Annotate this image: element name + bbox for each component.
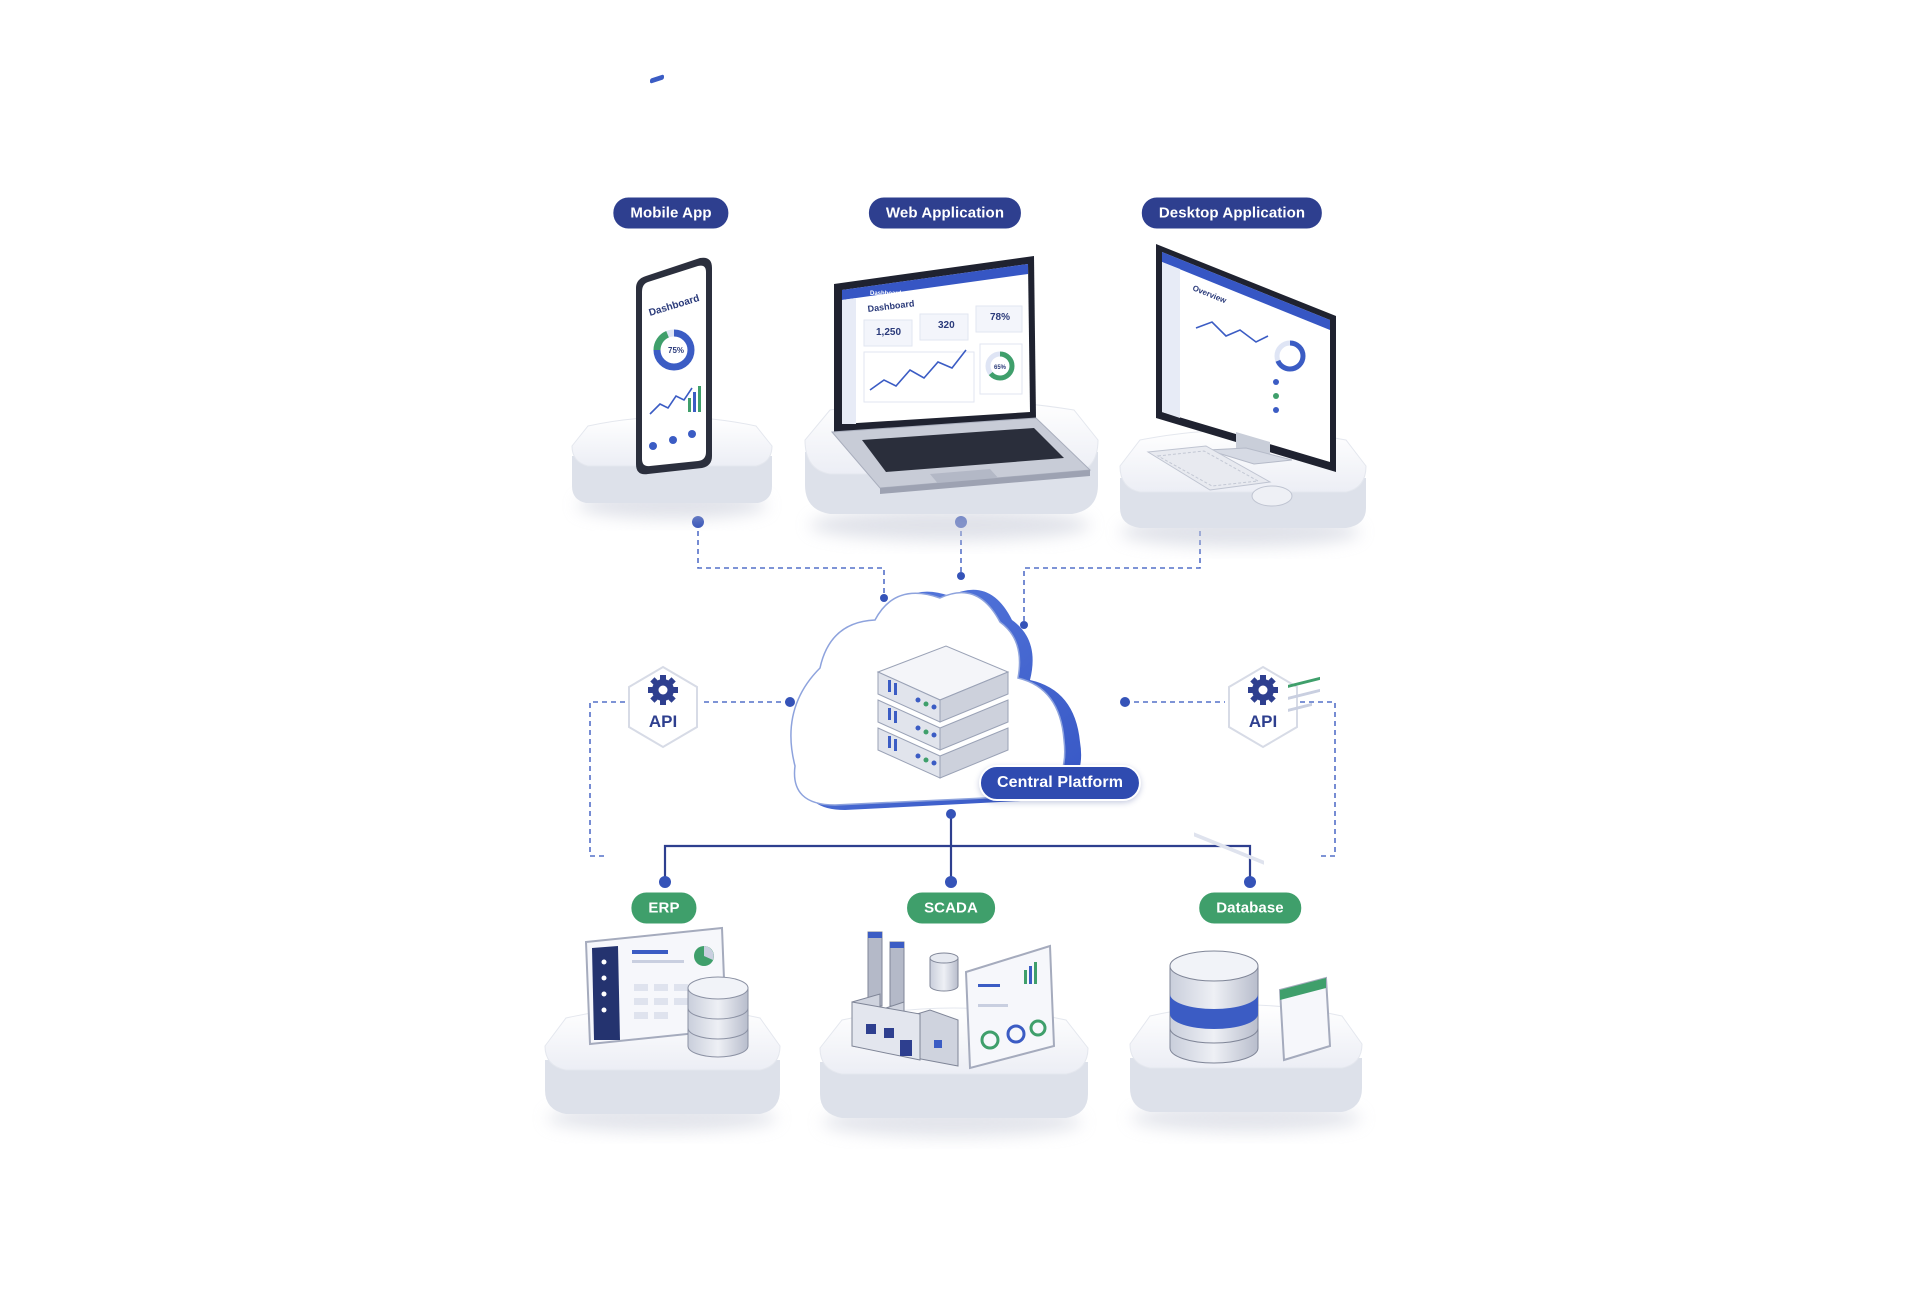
laptop-donut-value: 65% — [994, 365, 1007, 371]
connector-platform-to-backends — [663, 814, 1252, 882]
laptop-header-text: Dashboard — [870, 291, 902, 297]
label-mobile-app: Mobile App — [613, 197, 729, 229]
laptop: Dashboard Dashboard 1,250 320 78% 65% — [830, 256, 1092, 494]
label-central-platform: Central Platform — [978, 765, 1142, 801]
laptop-stat-1: 1,250 — [876, 327, 901, 338]
mobile-donut-value: 75% — [668, 346, 684, 355]
erp-illustration — [584, 926, 749, 1058]
label-web-application: Web Application — [868, 197, 1022, 229]
laptop-stat-2: 320 — [938, 320, 955, 331]
api-left: API — [628, 665, 698, 749]
connector-mobile-to-cloud — [697, 522, 885, 598]
connector-left-api — [589, 701, 790, 857]
server-stack — [876, 645, 1010, 779]
gear-icon — [648, 675, 678, 705]
api-left-label: API — [649, 712, 677, 731]
cloud-platform — [790, 589, 1082, 810]
scada-illustration — [851, 931, 1056, 1070]
api-right: API — [1228, 665, 1298, 749]
gear-icon — [1248, 675, 1278, 705]
connector-right-api — [1125, 701, 1336, 857]
label-erp: ERP — [631, 892, 697, 924]
api-right-label: API — [1249, 712, 1277, 731]
label-desktop-application: Desktop Application — [1141, 197, 1323, 229]
database-illustration — [1169, 676, 1332, 1064]
mobile-phone: Dashboard 75% — [636, 74, 712, 475]
label-scada: SCADA — [907, 892, 995, 924]
desktop-computer: Overview — [1146, 244, 1336, 865]
laptop-stat-3: 78% — [990, 312, 1010, 323]
label-database: Database — [1199, 892, 1301, 924]
